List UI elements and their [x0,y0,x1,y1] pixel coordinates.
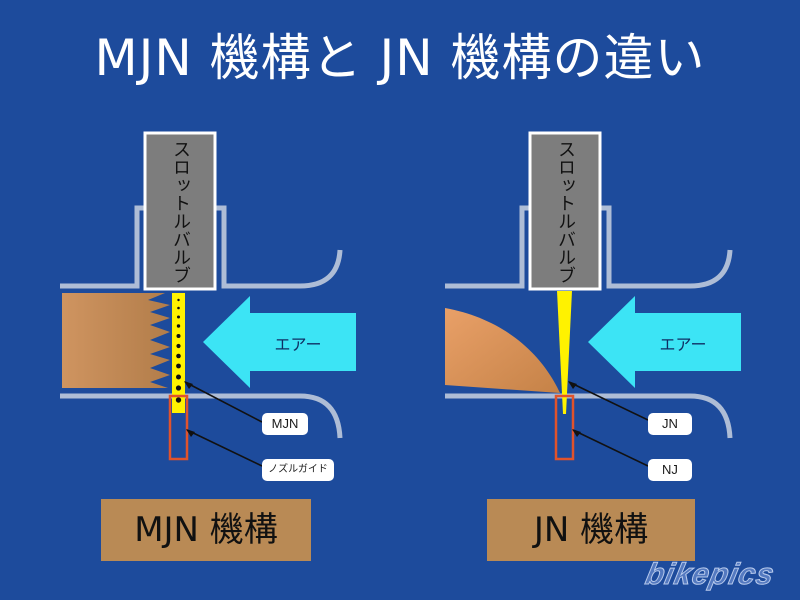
left-lower-pipe-wall [60,393,343,439]
left-diagram [60,131,356,467]
left-throttle-valve-label: スロットルバルブ [170,140,191,284]
left-guide-pointer [186,429,263,467]
right-nj-pointer-head [572,429,581,437]
right-throttle-valve-label: スロットルバルブ [555,140,576,284]
left-nozzle-guide [168,394,189,461]
right-air-label: エアー [659,335,707,354]
right-nj-pointer [572,429,649,467]
left-guide-pointer-head [186,429,195,437]
left-air-arrow [203,296,356,388]
right-jet-needle [557,291,572,414]
page-title: MJN 機構と JN 機構の違い [94,29,706,87]
right-lower-pipe-wall [445,393,733,439]
right-jn-pointer-head [568,381,577,389]
right-jn-tag: JN [648,413,692,435]
right-jn-pointer [568,381,649,421]
left-needle-holes [175,298,182,403]
left-upper-pipe-wall [60,205,343,289]
left-fuel-spray [62,293,170,388]
right-throttle-valve [528,131,602,291]
right-upper-pipe-wall [445,205,733,289]
left-mjn-tag: MJN [262,413,308,435]
right-needle-jet [554,394,575,461]
left-nozzle-guide-tag: ノズルガイド [262,459,334,481]
left-mechanism-label: MJN 機構 [101,499,311,561]
left-mjn-pointer [184,381,263,423]
left-air-label: エアー [274,335,322,354]
left-mjn-pointer-head [184,381,193,389]
watermark-logo: bikepics [642,558,778,592]
right-fuel-plume [445,308,560,393]
right-mechanism-label: JN 機構 [487,499,695,561]
right-nj-tag: NJ [648,459,692,481]
right-diagram [445,131,741,467]
left-mjn-needle [172,293,185,413]
left-throttle-valve [143,131,217,291]
right-air-arrow [588,296,741,388]
